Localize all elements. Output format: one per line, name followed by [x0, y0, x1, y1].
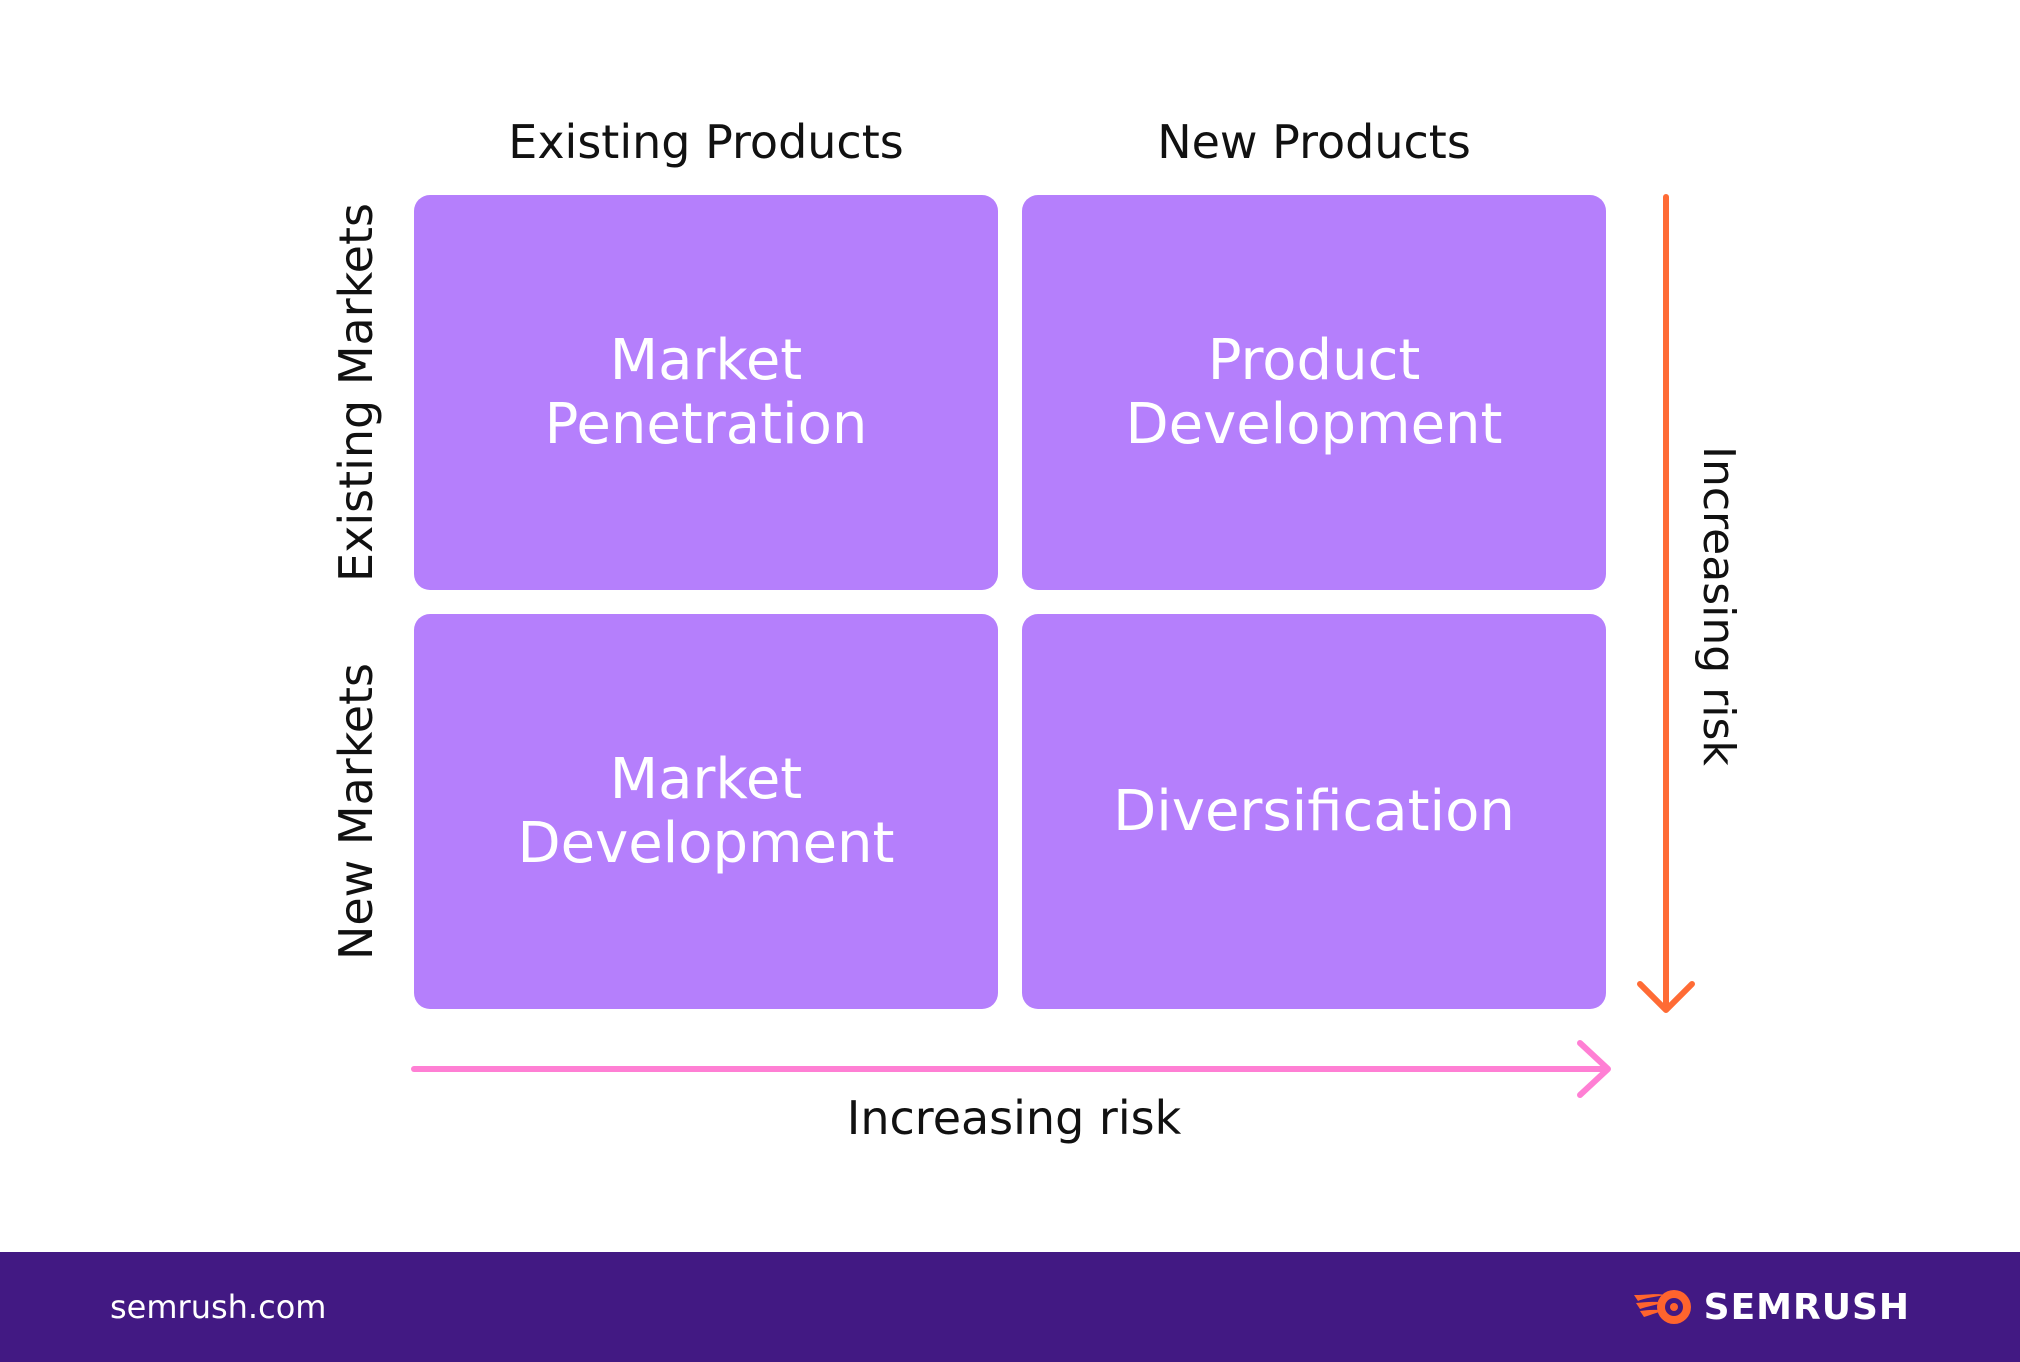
- footer-bar: semrush.com SEMRUSH: [0, 1252, 2020, 1362]
- cell-diversification: Diversification: [1022, 614, 1606, 1009]
- risk-arrows: [411, 194, 1695, 1098]
- column-header-new-products: New Products: [1157, 115, 1471, 169]
- cell-product-development: Product Development: [1022, 195, 1606, 590]
- horizontal-risk-arrow: [411, 1040, 1611, 1098]
- brand-name: SEMRUSH: [1703, 1286, 1910, 1328]
- cell-market-penetration: Market Penetration: [414, 195, 998, 590]
- semrush-logo: SEMRUSH: [1632, 1252, 1910, 1362]
- vertical-risk-arrow: [1637, 194, 1695, 1013]
- column-header-existing-products: Existing Products: [508, 115, 904, 169]
- vertical-risk-label: Increasing risk: [1693, 446, 1744, 766]
- semrush-flame-icon: [1633, 1290, 1691, 1324]
- footer-url: semrush.com: [110, 1288, 327, 1326]
- horizontal-risk-label: Increasing risk: [846, 1091, 1182, 1145]
- cell-market-development: Market Development: [414, 614, 998, 1009]
